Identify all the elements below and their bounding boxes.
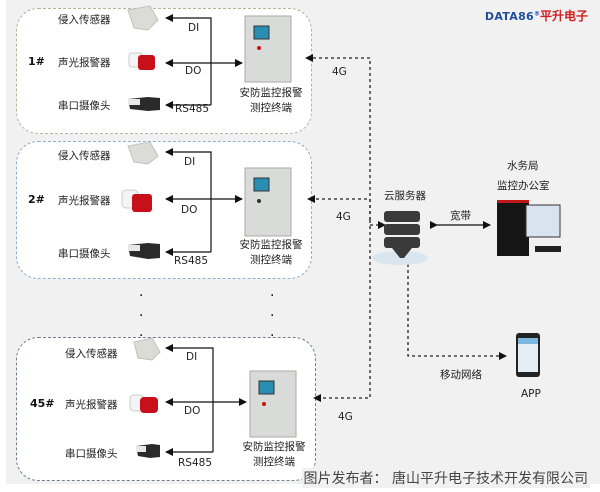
cloud-server-icon [372, 211, 428, 265]
terminal-label-line2: 测控终端 [250, 102, 292, 114]
terminal-label-line1: 安防监控报警 [239, 239, 303, 251]
intrusion-sensor-icon [127, 5, 159, 31]
siren-icon [128, 52, 155, 70]
device-label: 声光报警器 [65, 399, 118, 411]
terminal-cabinet-icon [249, 370, 297, 438]
device-label: 串口摄像头 [58, 248, 111, 260]
cloud-server-label: 云服务器 [384, 190, 426, 202]
signal-label: RS485 [178, 457, 213, 469]
camera-icon [128, 243, 160, 259]
site-number: 45# [30, 397, 55, 410]
publisher-credit: 图片发布者： 唐山平升电子技术开发有限公司 [301, 468, 590, 488]
brand-latin: DATA86 [484, 10, 534, 23]
link-4g-site-45 [313, 220, 371, 402]
signal-label: RS485 [175, 103, 210, 115]
office-computer-icon [497, 200, 561, 256]
camera-icon [136, 444, 160, 458]
terminal-cabinet-icon [244, 167, 292, 237]
app-label: APP [521, 388, 541, 400]
link-4g-site-2 [307, 195, 371, 220]
link-4g-label: 4G [336, 211, 351, 223]
ellipsis-dot: · [270, 288, 275, 304]
terminal-label: 安防监控报警 测控终端 [229, 440, 319, 470]
terminal-label: 安防监控报警 测控终端 [226, 238, 316, 268]
link-4g-site-1 [305, 54, 371, 220]
terminal-label-line1: 安防监控报警 [242, 441, 306, 453]
site-45-bus [165, 344, 247, 456]
link-4g-label: 4G [338, 411, 353, 423]
terminal-label-line1: 安防监控报警 [239, 87, 303, 99]
ellipsis-dot: · [270, 328, 275, 344]
terminal-label: 安防监控报警 测控终端 [226, 86, 316, 116]
signal-label: DI [184, 156, 196, 168]
site-1-bus [165, 14, 243, 109]
terminal-label-line2: 测控终端 [250, 254, 292, 266]
mobile-network-label: 移动网络 [440, 369, 482, 381]
device-label: 侵入传感器 [65, 348, 118, 360]
ellipsis-dot: · [139, 308, 144, 324]
signal-label: DO [184, 405, 201, 417]
broadband-label: 宽带 [450, 210, 471, 222]
link-mobile [407, 264, 507, 360]
device-label: 串口摄像头 [65, 448, 118, 460]
site-number: 1# [28, 55, 45, 68]
device-label: 侵入传感器 [58, 14, 111, 26]
terminal-cabinet-icon [244, 15, 292, 83]
office-label-line1: 水务局 [507, 160, 539, 172]
camera-icon [128, 97, 160, 111]
smartphone-icon [516, 333, 540, 377]
signal-label: DO [181, 204, 198, 216]
signal-label: RS485 [174, 255, 209, 267]
device-label: 声光报警器 [58, 195, 111, 207]
site-number: 2# [28, 193, 45, 206]
intrusion-sensor-icon [133, 337, 161, 361]
link-4g-label: 4G [332, 66, 347, 78]
device-label: 串口摄像头 [58, 100, 111, 112]
ellipsis-dot: · [139, 328, 144, 344]
office-label-line2: 监控办公室 [497, 180, 550, 192]
site-2-bus [165, 148, 243, 256]
device-label: 声光报警器 [58, 57, 111, 69]
intrusion-sensor-icon [127, 141, 159, 165]
ellipsis-dot: · [270, 308, 275, 324]
signal-label: DI [188, 22, 200, 34]
ellipsis-right: · · · [270, 286, 274, 346]
ellipsis-dot: · [139, 288, 144, 304]
siren-icon [129, 394, 158, 413]
registered-mark: ® [533, 10, 540, 18]
siren-icon [121, 189, 152, 212]
signal-label: DI [186, 351, 198, 363]
brand-logo: DATA86®平升电子 [485, 7, 588, 24]
signal-label: DO [185, 65, 202, 77]
ellipsis-left: · · · [139, 286, 143, 346]
terminal-label-line2: 测控终端 [253, 456, 295, 468]
brand-chinese: 平升电子 [539, 9, 588, 23]
device-label: 侵入传感器 [58, 150, 111, 162]
